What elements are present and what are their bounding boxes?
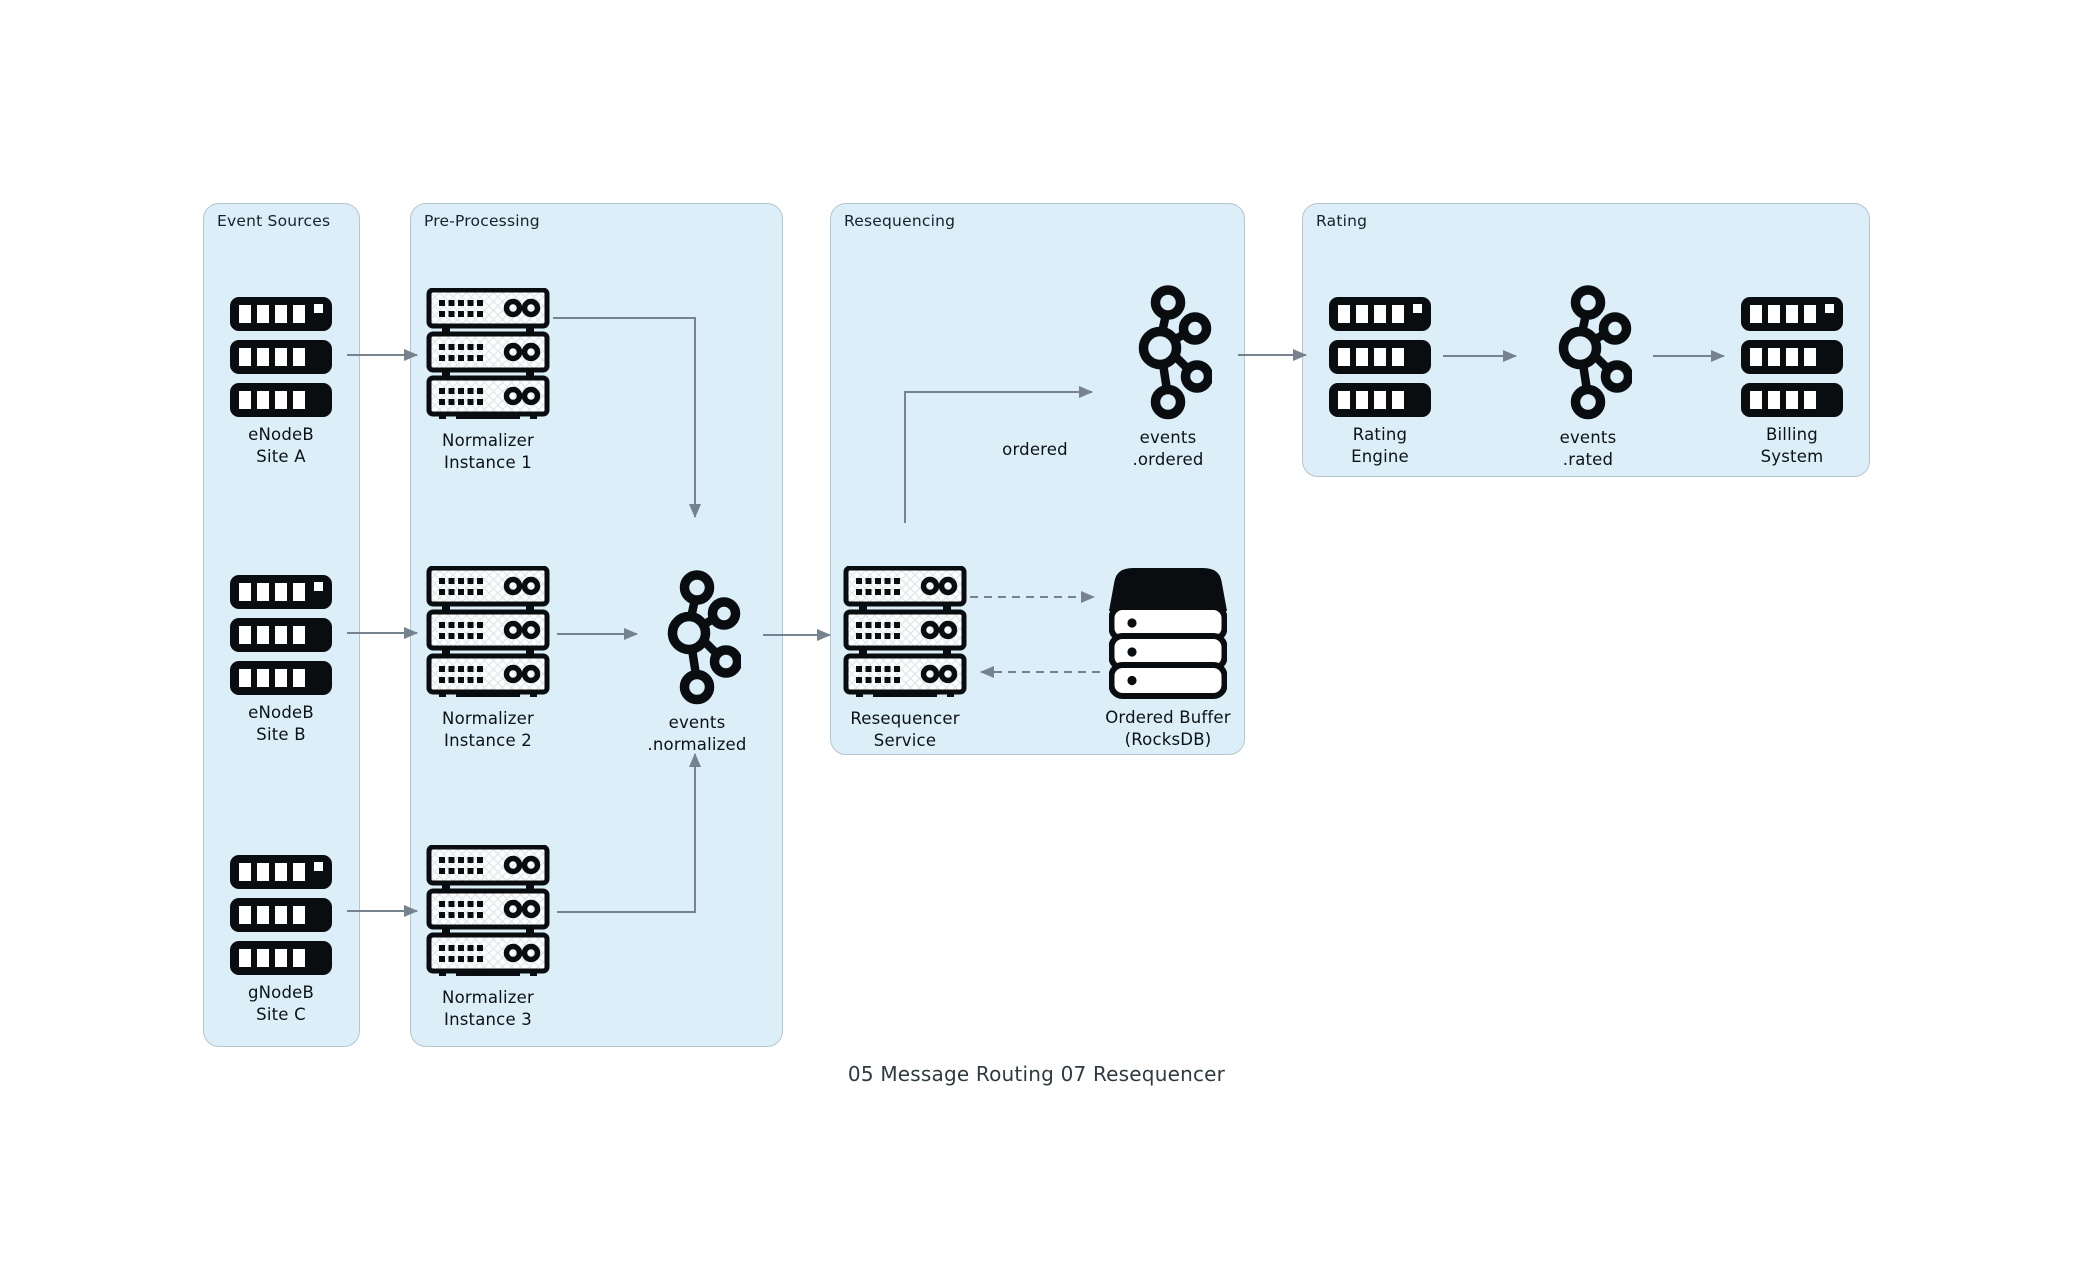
- node-label-line1: Normalizer: [442, 988, 534, 1007]
- server-rack-outline-icon: [843, 566, 967, 701]
- database-icon: [1109, 565, 1227, 700]
- server-rack-outline-icon: [426, 288, 550, 423]
- edge-label-ordered: ordered: [1002, 440, 1068, 459]
- node-label-line2: Site A: [256, 446, 306, 466]
- node-label-line1: Normalizer: [442, 709, 534, 728]
- node-label-line2: .rated: [1562, 449, 1614, 469]
- node-enodeb-site-a: eNodeB Site A: [191, 297, 371, 467]
- node-normalizer-instance-2: Normalizer Instance 2: [398, 566, 578, 751]
- node-ordered-buffer: Ordered Buffer (RocksDB): [1078, 565, 1258, 750]
- node-events-ordered: events .ordered: [1078, 285, 1258, 470]
- group-title-event-sources: Event Sources: [217, 212, 331, 230]
- node-label-line2: Instance 1: [444, 452, 532, 472]
- node-label-line1: gNodeB: [247, 983, 315, 1002]
- node-label-line1: Resequencer: [850, 709, 960, 728]
- node-normalizer-instance-1: Normalizer Instance 1: [398, 288, 578, 473]
- node-label-line2: Instance 2: [444, 730, 532, 750]
- node-label-line2: Site B: [256, 724, 306, 744]
- kafka-topic-icon: [1124, 285, 1212, 420]
- node-label-line1: eNodeB: [248, 425, 314, 444]
- node-label: Rating Engine: [1351, 424, 1409, 467]
- node-events-rated: events .rated: [1498, 285, 1678, 470]
- node-label-line2: Site C: [256, 1004, 306, 1024]
- server-stack-solid-icon: [1741, 297, 1843, 417]
- node-label-line2: Service: [873, 730, 937, 750]
- node-label: Normalizer Instance 1: [442, 430, 534, 473]
- node-label-line2: System: [1760, 446, 1824, 466]
- node-label-line1: Rating: [1352, 425, 1408, 444]
- node-label: events .rated: [1560, 427, 1617, 470]
- node-label-line2: Engine: [1351, 446, 1409, 466]
- group-title-resequencing: Resequencing: [844, 212, 956, 230]
- node-label-line1: Ordered Buffer: [1105, 708, 1231, 727]
- server-stack-solid-icon: [230, 855, 332, 975]
- node-label-line2: Instance 3: [444, 1009, 532, 1029]
- node-enodeb-site-b: eNodeB Site B: [191, 575, 371, 745]
- node-billing-system: Billing System: [1702, 297, 1882, 467]
- node-label: eNodeB Site B: [248, 702, 314, 745]
- node-resequencer-service: Resequencer Service: [815, 566, 995, 751]
- node-normalizer-instance-3: Normalizer Instance 3: [398, 845, 578, 1030]
- node-label-line2: .ordered: [1132, 449, 1204, 469]
- server-stack-solid-icon: [230, 575, 332, 695]
- node-label: gNodeB Site C: [248, 982, 314, 1025]
- node-label-line1: events: [1559, 428, 1617, 447]
- server-stack-solid-icon: [230, 297, 332, 417]
- node-label-line1: events: [668, 713, 726, 732]
- group-title-rating: Rating: [1316, 212, 1368, 230]
- node-label: Normalizer Instance 3: [442, 987, 534, 1030]
- node-label: events .normalized: [647, 712, 746, 755]
- node-label: events .ordered: [1132, 427, 1203, 470]
- server-rack-outline-icon: [426, 845, 550, 980]
- node-gnodeb-site-c: gNodeB Site C: [191, 855, 371, 1025]
- kafka-topic-icon: [653, 570, 741, 705]
- node-label-line1: Billing: [1765, 425, 1818, 444]
- node-label-line2: (RocksDB): [1124, 729, 1212, 749]
- server-stack-solid-icon: [1329, 297, 1431, 417]
- node-label: Billing System: [1761, 424, 1824, 467]
- node-label-line1: eNodeB: [248, 703, 314, 722]
- kafka-topic-icon: [1544, 285, 1632, 420]
- node-rating-engine: Rating Engine: [1290, 297, 1470, 467]
- group-title-pre-processing: Pre-Processing: [424, 212, 540, 230]
- server-rack-outline-icon: [426, 566, 550, 701]
- node-events-normalized: events .normalized: [607, 570, 787, 755]
- node-label: Resequencer Service: [850, 708, 959, 751]
- node-label-line1: Normalizer: [442, 431, 534, 450]
- node-label-line2: .normalized: [647, 734, 747, 754]
- diagram-caption: 05 Message Routing 07 Resequencer: [847, 1062, 1226, 1086]
- node-label: Normalizer Instance 2: [442, 708, 534, 751]
- node-label-line1: events: [1139, 428, 1197, 447]
- node-label: Ordered Buffer (RocksDB): [1105, 707, 1231, 750]
- node-label: eNodeB Site A: [248, 424, 314, 467]
